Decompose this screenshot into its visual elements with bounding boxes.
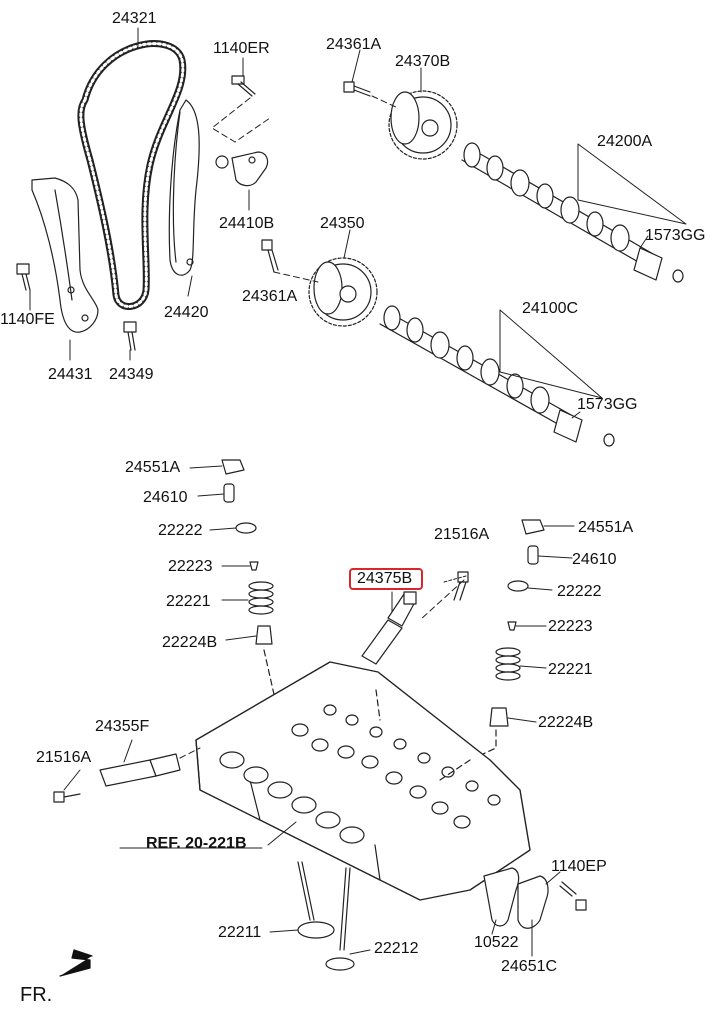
label-1140EP: 1140EP <box>551 858 607 875</box>
bolt-1140FE <box>16 263 31 291</box>
camshaft-24200A <box>461 142 684 283</box>
chain-tensioner <box>215 151 269 187</box>
label-24651C: 24651C <box>501 958 558 975</box>
cover-24651C <box>517 875 549 929</box>
label-10522: 10522 <box>474 934 519 951</box>
leader-lines <box>29 27 649 957</box>
label-21516A-left: 21516A <box>36 749 92 766</box>
label-24321: 24321 <box>112 10 157 27</box>
label-22222-right: 22222 <box>557 583 602 600</box>
valve-22212 <box>325 867 355 971</box>
label-24370B: 24370B <box>395 53 451 70</box>
label-22221-right: 22221 <box>548 661 593 678</box>
label-22212: 22212 <box>374 940 419 957</box>
label-24410B: 24410B <box>219 215 275 232</box>
highlight-box-24375B <box>349 568 423 590</box>
label-24431: 24431 <box>48 366 93 383</box>
tensioner-arm-left <box>31 177 99 333</box>
label-22224B-left: 22224B <box>162 634 218 651</box>
bolt-24349 <box>123 321 137 351</box>
cylinder-head <box>195 661 531 901</box>
label-24610-left: 24610 <box>143 489 188 506</box>
oil-control-valve-24375B <box>361 591 417 665</box>
label-24420: 24420 <box>164 304 209 321</box>
label-24100C: 24100C <box>522 300 579 317</box>
label-22224B-right: 22224B <box>538 714 594 731</box>
camshaft-24100C <box>379 305 615 447</box>
label-21516A-top: 21516A <box>434 526 490 543</box>
bolt-21516A-left <box>53 791 81 803</box>
bolt-1140EP <box>559 881 587 911</box>
cam-sprocket-24350 <box>308 257 378 327</box>
label-24349: 24349 <box>109 366 154 383</box>
label-24551A-left: 24551A <box>125 459 181 476</box>
cam-sprocket-24370B <box>388 90 458 160</box>
label-24355F: 24355F <box>95 718 150 735</box>
label-1140FE: 1140FE <box>0 311 55 328</box>
gasket-10522 <box>483 867 520 927</box>
oil-control-valve-24355F <box>99 753 181 787</box>
label-22223-right: 22223 <box>548 618 593 635</box>
label-22223-left: 22223 <box>168 558 213 575</box>
label-1573GG-mid: 1573GG <box>577 396 638 413</box>
label-24350: 24350 <box>320 215 365 232</box>
timing-chain <box>77 40 187 310</box>
label-24551A-right: 24551A <box>578 519 634 536</box>
label-22221-left: 22221 <box>166 593 211 610</box>
label-front: FR. <box>20 984 53 1006</box>
label-24375B: 24375B <box>357 570 413 587</box>
chain-guide-right <box>168 99 200 276</box>
front-arrow <box>59 949 93 977</box>
label-ref-20-221B: REF. 20-221B <box>146 835 247 852</box>
valve-train-left <box>221 459 283 731</box>
valve-22211 <box>297 861 335 939</box>
valve-train-right <box>469 519 545 761</box>
bolt-24361A-mid <box>261 239 279 273</box>
label-1140ER: 1140ER <box>213 40 270 57</box>
label-24361A-mid: 24361A <box>242 288 298 305</box>
bolt-24361A-top <box>343 81 371 97</box>
label-24361A-top: 24361A <box>326 36 382 53</box>
label-1573GG-top: 1573GG <box>645 227 706 244</box>
label-22222-left: 22222 <box>158 522 203 539</box>
label-22211: 22211 <box>218 924 262 941</box>
bolt-1140ER <box>231 75 256 97</box>
label-24200A: 24200A <box>597 133 653 150</box>
label-24610-right: 24610 <box>572 551 617 568</box>
